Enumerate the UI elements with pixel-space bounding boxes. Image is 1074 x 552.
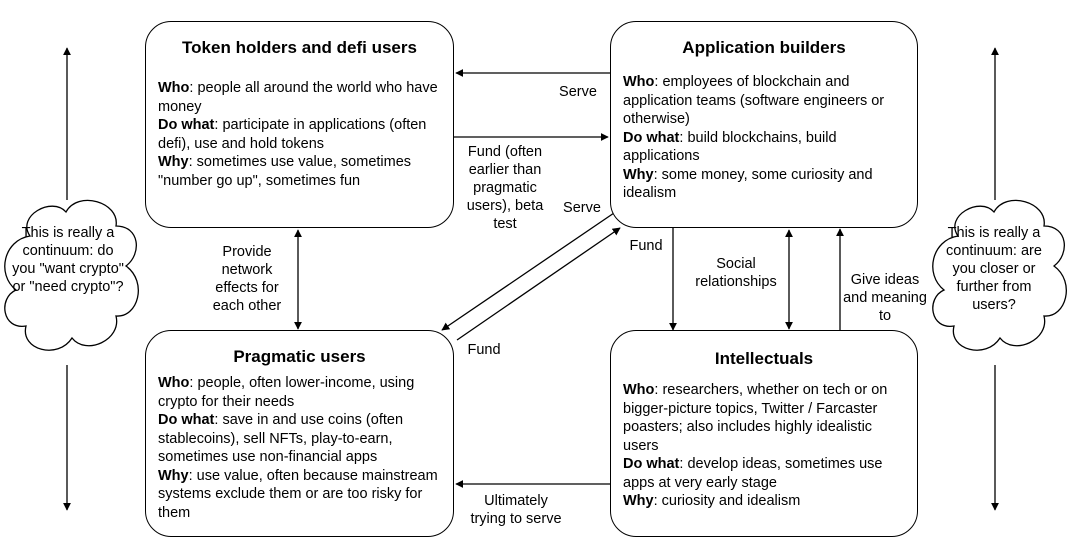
application-builders-box: Application builders Who: employees of b… [610, 21, 918, 228]
fund-label-right: Fund [629, 238, 663, 254]
application-builders-why: Why: some money, some curiosity and idea… [623, 166, 873, 202]
intellectuals-who: Who: researchers, whether on tech or on … [623, 382, 888, 454]
serve-arrow-diagonal [441, 212, 615, 331]
token-holders-box: Token holders and defi users Who: people… [145, 21, 454, 228]
intellectuals-title: Intellectuals [714, 349, 814, 368]
token-holders-why: Why: sometimes use value, sometimes "num… [158, 154, 412, 189]
pragmatic-users-do: Do what: save in and use coins (often st… [158, 412, 404, 465]
serve-label-diagonal: Serve [563, 200, 601, 216]
fund-arrow-diagonal [456, 227, 621, 341]
token-holders-title: Token holders and defi users [182, 38, 417, 57]
application-builders-who: Who: employees of blockchain and applica… [623, 74, 885, 127]
token-holders-who: Who: people all around the world who hav… [158, 80, 438, 115]
social-relationships-label: Social relationships [695, 256, 777, 290]
intellectuals-do: Do what: develop ideas, sometimes use ap… [623, 456, 883, 491]
fund-label-diagonal: Fund [467, 342, 501, 358]
intellectuals-box: Intellectuals Who: researchers, whether … [610, 330, 918, 537]
pragmatic-users-who: Who: people, often lower-income, using c… [158, 375, 415, 410]
right-cloud-text: This is really a continuum: are you clos… [946, 225, 1042, 313]
give-ideas-label: Give ideas and meaning to [843, 272, 927, 324]
provide-network-label: Provide network effects for each other [212, 244, 282, 314]
right-cloud-shape [932, 199, 1067, 351]
pragmatic-users-box: Pragmatic users Who: people, often lower… [145, 330, 454, 537]
left-cloud-shape [4, 199, 139, 351]
application-builders-title: Application builders [682, 38, 846, 57]
left-cloud-text: This is really a continuum: do you "want… [12, 225, 124, 295]
intellectuals-why: Why: curiosity and idealism [623, 493, 801, 509]
application-builders-do: Do what: build blockchains, build applic… [623, 129, 837, 165]
serve-label-top: Serve [559, 84, 597, 100]
ultimately-serve-label: Ultimately trying to serve [470, 493, 562, 527]
pragmatic-users-why: Why: use value, often because mainstream… [158, 467, 438, 521]
token-holders-do: Do what: participate in applications (of… [158, 117, 427, 152]
fund-often-label: Fund (often earlier than pragmatic users… [466, 144, 544, 232]
pragmatic-users-title: Pragmatic users [233, 347, 366, 366]
